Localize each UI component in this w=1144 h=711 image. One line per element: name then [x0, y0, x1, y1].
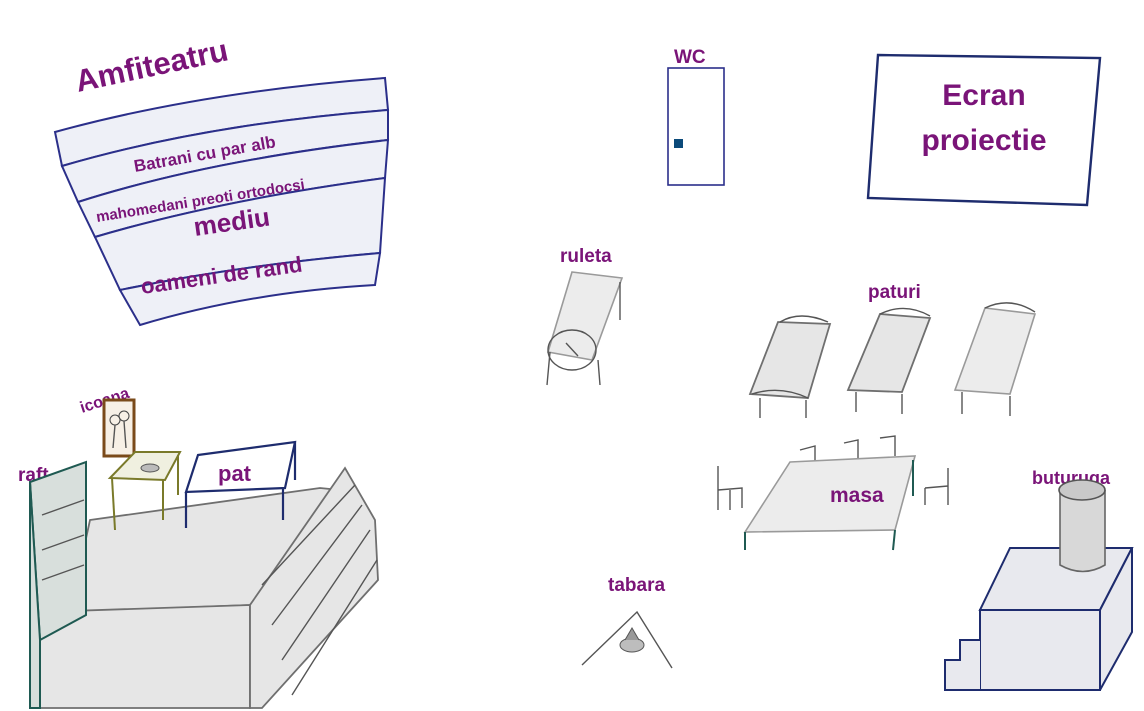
tabara: tabara: [581, 575, 673, 669]
paturi-label: paturi: [868, 282, 921, 303]
wc-door-knob: [674, 139, 683, 148]
bed-2: [846, 307, 932, 414]
tabara-label: tabara: [608, 575, 665, 596]
ruleta: ruleta: [546, 246, 624, 386]
wc: WC: [667, 47, 725, 186]
projection-screen-line-2: proiectie: [921, 124, 1046, 157]
small-table: [107, 451, 182, 531]
bed-1: [748, 315, 832, 418]
buturuga: buturuga: [944, 468, 1134, 691]
icoana: icoana: [78, 385, 136, 458]
amphitheatre: Amfiteatru Batrani cu par alb mahomedani…: [53, 32, 390, 327]
masa: masa: [717, 435, 949, 551]
ruleta-label: ruleta: [560, 246, 612, 267]
stage-stairs: [249, 466, 379, 709]
paturi: paturi: [748, 282, 1037, 418]
pat: pat: [184, 440, 297, 528]
amphitheatre-band-5: [118, 251, 382, 327]
amphitheatre-title: Amfiteatru: [72, 32, 231, 98]
stage: raft icoana pat: [18, 385, 379, 709]
pat-label: pat: [218, 461, 252, 486]
wc-door: [667, 67, 725, 186]
projection-screen-frame: [866, 53, 1102, 207]
wc-label: WC: [674, 47, 706, 68]
masa-label: masa: [830, 484, 884, 507]
bed-3: [953, 302, 1037, 416]
raft: raft: [18, 460, 87, 709]
projection-screen: Ecran proiectie: [866, 53, 1102, 207]
projection-screen-line-1: Ecran: [942, 79, 1025, 112]
